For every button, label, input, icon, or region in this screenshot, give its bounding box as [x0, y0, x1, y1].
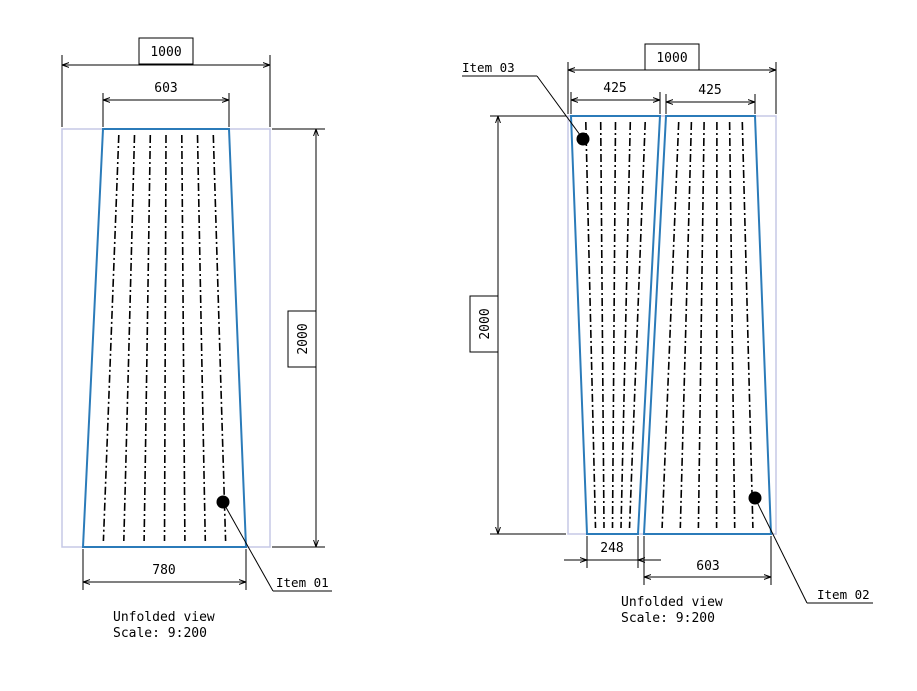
left-dim-1000-label: 1000	[150, 45, 181, 60]
item-01-fold-line	[102, 134, 120, 542]
right-unfolded-view: 1000 425 425 2000	[462, 43, 873, 626]
right-view-caption: Unfolded view	[621, 595, 723, 610]
right-dim-1000-label: 1000	[656, 51, 687, 66]
item-03-fold-lines	[585, 121, 646, 529]
right-dim-425a-label: 425	[603, 81, 626, 96]
left-dim-603-label: 603	[154, 81, 177, 96]
right-dim-2000-label: 2000	[478, 308, 493, 339]
right-dim-height: 2000	[469, 115, 566, 535]
left-dim-bottom-width: 780	[82, 549, 247, 590]
item-03-label: Item 03	[462, 60, 515, 75]
item-01-fold-line	[196, 134, 207, 542]
left-dim-height: 2000	[272, 128, 325, 548]
right-dim-top-width-a: 425	[570, 81, 661, 114]
right-dim-bottom-width-a: 248	[564, 536, 661, 568]
right-dim-248-label: 248	[600, 541, 623, 556]
left-dim-780-label: 780	[152, 563, 175, 578]
left-unfolded-view: 1000 603 2000 780 Item 01	[61, 37, 332, 641]
item-02-fold-line	[661, 121, 680, 529]
item-02-fold-line	[697, 121, 705, 529]
left-view-caption: Unfolded view	[113, 610, 215, 625]
right-view-scale: Scale: 9:200	[621, 611, 715, 626]
item-03-panel	[569, 115, 662, 535]
item-03-fold-line	[611, 121, 617, 529]
item-01-label: Item 01	[276, 575, 329, 590]
item-02-fold-line	[741, 121, 754, 529]
right-dim-top-width-b: 425	[665, 83, 756, 114]
item-02-fold-lines	[661, 121, 754, 529]
item-01-fold-line	[181, 134, 186, 542]
item-03-fold-line	[628, 121, 646, 529]
left-dim-overall-width: 1000	[61, 37, 271, 127]
item-03-callout: Item 03	[462, 60, 584, 140]
right-dim-603-label: 603	[696, 559, 719, 574]
item-02-panel	[642, 115, 773, 535]
item-01-fold-line	[163, 134, 167, 542]
item-01-fold-line	[143, 134, 152, 542]
item-03-fold-line	[585, 121, 597, 529]
item-02-fold-line	[679, 121, 693, 529]
item-02-fold-line	[728, 121, 736, 529]
item-01-callout: Item 01	[222, 501, 332, 592]
item-01-fold-lines	[102, 134, 227, 542]
left-view-scale: Scale: 9:200	[113, 626, 207, 641]
left-dim-top-width: 603	[102, 81, 230, 127]
right-dim-bottom-width-b: 603	[643, 536, 772, 585]
item-02-callout: Item 02	[754, 497, 873, 604]
item-01-fold-line	[212, 134, 227, 542]
left-dim-2000-label: 2000	[296, 323, 311, 354]
item-03-fold-line	[620, 121, 632, 529]
item-01-fold-line	[123, 134, 136, 542]
item-01-panel	[81, 128, 248, 548]
item-03-fold-line	[599, 121, 605, 529]
item-02-label: Item 02	[817, 587, 870, 602]
right-dim-overall-width: 1000	[567, 43, 777, 114]
right-bounding-frame	[567, 115, 777, 535]
right-dim-425b-label: 425	[698, 83, 721, 98]
